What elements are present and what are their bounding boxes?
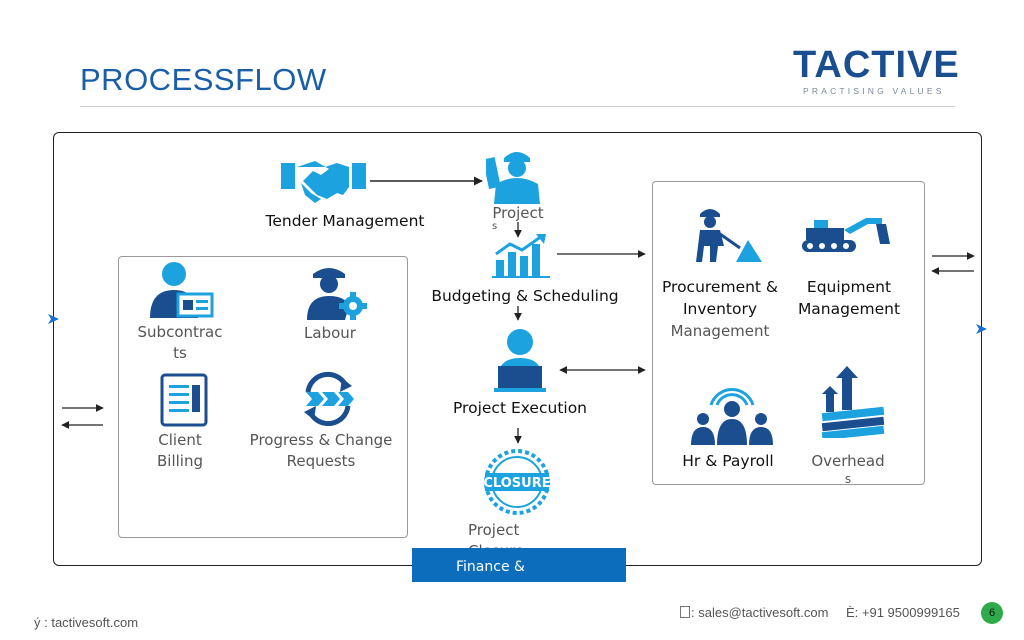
left-modules-panel	[118, 256, 408, 538]
page-number-badge: 6	[981, 602, 1003, 624]
equipment-line2: Management	[797, 300, 901, 318]
team-broadcast-icon	[689, 387, 775, 447]
client-billing-label: Client Billing	[140, 430, 220, 472]
client-billing-line1: Client	[158, 431, 202, 449]
subcontracts-label: Subcontrac ts	[130, 322, 230, 364]
progress-line2: Requests	[286, 452, 356, 470]
construction-worker-icon	[690, 204, 762, 262]
budgeting-scheduling-label: Budgeting & Scheduling	[431, 287, 619, 305]
title-divider	[80, 106, 955, 107]
overheads-label: Overhead s	[805, 450, 891, 486]
excavator-icon	[800, 214, 892, 254]
worker-gear-icon	[305, 262, 367, 322]
company-tagline: PRACTISING VALUES	[803, 86, 945, 96]
subcontracts-line2: ts	[173, 344, 187, 362]
progress-change-requests-label: Progress & Change Requests	[248, 430, 394, 472]
procurement-inventory-label: Procurement & Inventory Management	[655, 276, 785, 342]
email-icon	[680, 606, 690, 618]
closure-seal-icon: CLOSURE	[475, 449, 559, 515]
procurement-line2: Inventory	[682, 300, 758, 318]
overheads-line2: s	[844, 472, 852, 486]
project-execution-label: Project Execution	[452, 399, 588, 417]
finance-bar-label: Finance &	[456, 559, 525, 575]
handshake-icon	[281, 155, 366, 205]
overheads-line1: Overhead	[811, 452, 885, 470]
footer-phone: È: +91 9500999165	[846, 605, 960, 620]
projects-label: Project s	[478, 203, 558, 232]
engineer-icon	[486, 144, 548, 204]
projects-label-line1: Project	[492, 204, 544, 222]
projects-label-line2: s	[492, 221, 498, 232]
labour-label: Labour	[304, 324, 356, 342]
footer-email: : sales@tactivesoft.com	[680, 605, 828, 620]
subcontracts-line1: Subcontrac	[137, 323, 223, 341]
hr-payroll-label: Hr & Payroll	[682, 452, 774, 470]
company-logo: TACTIVE	[793, 44, 960, 86]
equipment-line1: Equipment	[806, 278, 892, 296]
closure-badge-text: CLOSURE	[483, 476, 550, 491]
growth-chart-icon	[492, 232, 550, 278]
footer-website: ý : tactivesoft.com	[34, 615, 139, 630]
invoice-document-icon	[160, 373, 208, 427]
id-card-user-icon	[148, 260, 214, 318]
process-cycle-icon	[298, 370, 358, 426]
money-growth-icon	[818, 366, 888, 438]
equipment-management-label: Equipment Management	[790, 276, 908, 320]
footer-email-text: : sales@tactivesoft.com	[691, 605, 829, 620]
project-closure-line1: Project	[468, 521, 520, 539]
procurement-line3: Management	[670, 322, 770, 340]
procurement-line1: Procurement &	[661, 278, 779, 296]
computer-user-icon	[492, 326, 548, 392]
page-title: PROCESSFLOW	[80, 62, 327, 97]
right-modules-panel	[652, 181, 925, 485]
client-billing-line2: Billing	[157, 452, 203, 470]
progress-line1: Progress & Change	[249, 431, 393, 449]
tender-management-label: Tender Management	[265, 212, 425, 230]
finance-bar: Finance &	[412, 548, 626, 582]
